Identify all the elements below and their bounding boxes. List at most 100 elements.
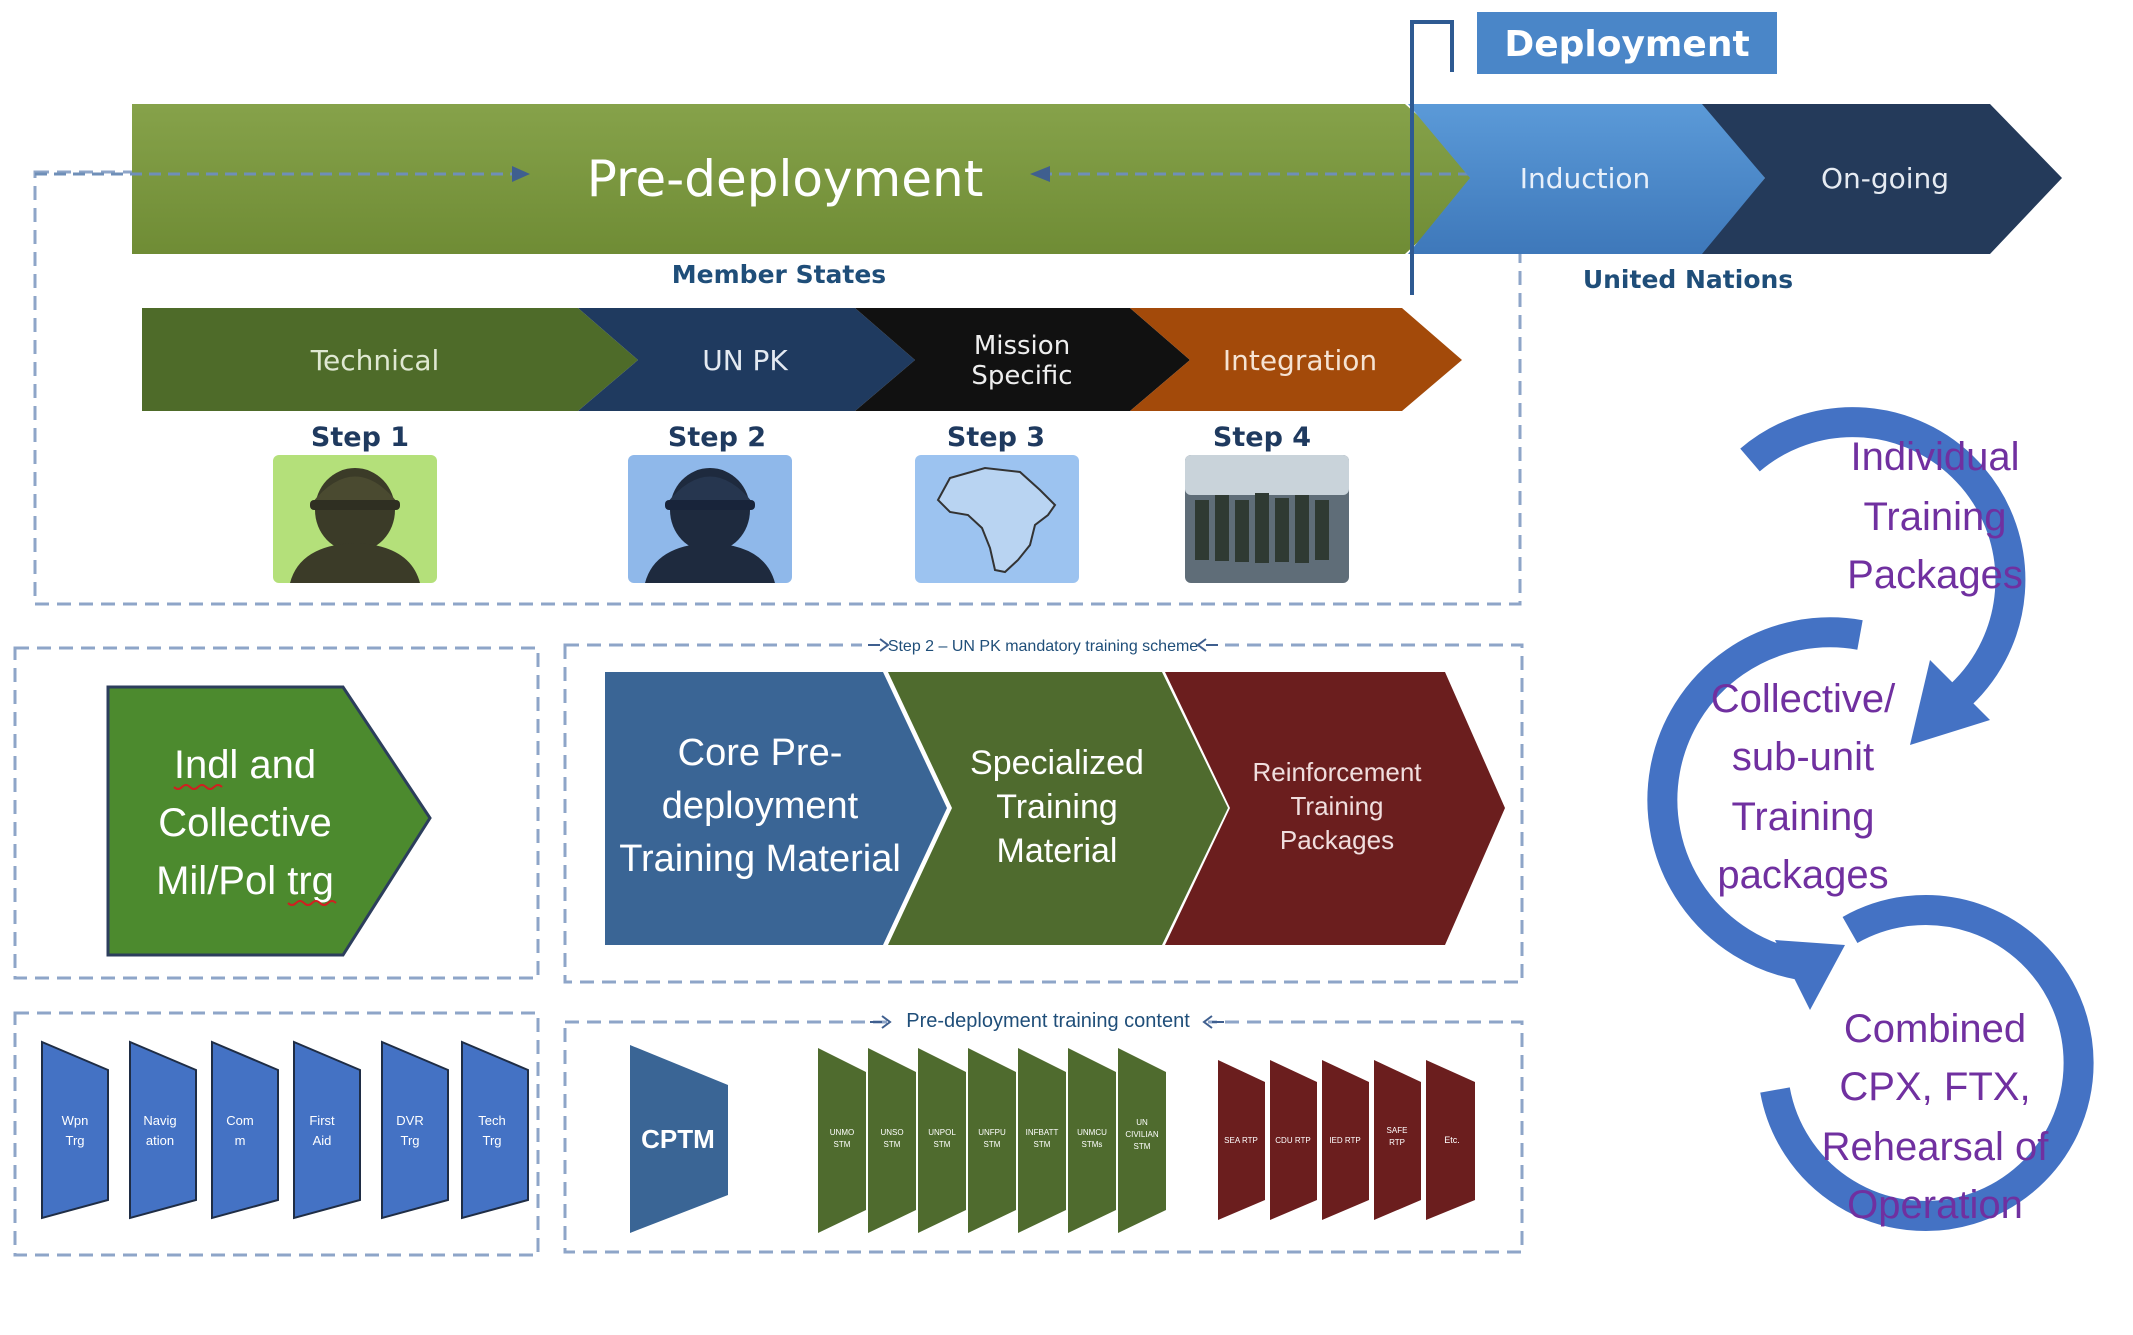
stm-unmo-line-2: STM (834, 1140, 851, 1149)
mission-specific-label-2: Specific (971, 361, 1072, 391)
stm-unfpu-line-2: STM (984, 1140, 1001, 1149)
member-states-frame (33, 170, 1522, 606)
deployment-bracket (1410, 20, 1454, 295)
step-2-label: Step 2 (668, 422, 766, 453)
deployment-box (1477, 12, 1777, 74)
member-states-label: Member States (672, 260, 886, 289)
module-comm-line-2: m (235, 1133, 246, 1148)
module-navigation-line-2: ation (146, 1133, 174, 1148)
stm-civilian (1118, 1048, 1166, 1233)
technical-chevron (142, 308, 638, 411)
pre-deployment-label: Pre-deployment (587, 150, 984, 208)
africa-map-icon (915, 455, 1079, 583)
circle-2-line-1: Collective/ (1711, 677, 1896, 721)
stm-unmcu-line-1: UNMCU (1077, 1128, 1107, 1137)
indl-frame (13, 646, 540, 980)
circle-2-line-4: packages (1717, 853, 1888, 897)
circle-1-line-3: Packages (1847, 553, 2023, 597)
stm-unso-line-1: UNSO (880, 1128, 903, 1137)
circle-3-line-3: Rehearsal of (1822, 1125, 2050, 1169)
module-dvr (381, 1040, 449, 1220)
deployment-label: Deployment (1504, 24, 1749, 65)
unpk-chevron (578, 308, 915, 411)
module-dvr-line-2: Trg (400, 1133, 419, 1148)
module-tech-line-1: Tech (478, 1113, 505, 1128)
specialized-line-2: Training (996, 788, 1118, 826)
module-dvr-line-1: DVR (396, 1113, 423, 1128)
module-comm-line-1: Com (226, 1113, 253, 1128)
step-4-label: Step 4 (1213, 422, 1311, 453)
ongoing-label: On-going (1821, 162, 1949, 195)
indl-line-2: Collective (158, 801, 331, 845)
stm-unpol-line-2: STM (934, 1140, 951, 1149)
circle-arrow-1 (1740, 407, 2026, 712)
stm-infbatt-line-2: STM (1034, 1140, 1051, 1149)
training-cycle: Individual Training Packages Collective/… (1647, 407, 2094, 1231)
circle-arrowhead-1 (1910, 660, 1990, 745)
module-comm (211, 1040, 279, 1220)
mission-specific-label-1: Mission (974, 331, 1070, 361)
circle-3-line-1: Combined (1844, 1007, 2026, 1051)
core-line-3: Training Material (619, 838, 901, 880)
module-wpn-line-2: Trg (65, 1133, 84, 1148)
module-first-aid-line-2: Aid (313, 1133, 332, 1148)
reinforcement-line-2: Training (1291, 791, 1384, 821)
indl-line-3: Mil/Pol trg (156, 859, 334, 903)
rtp-safe-line-1: SAFE (1387, 1126, 1408, 1135)
module-tech-line-2: Trg (482, 1133, 501, 1148)
mission-specific-chevron (855, 308, 1190, 411)
circle-3-line-4: Operation (1847, 1183, 2023, 1227)
rtp-ied-label: IED RTP (1329, 1136, 1360, 1145)
pre-deployment-arrow (132, 104, 1488, 254)
stm-civilian-line-1: UN (1136, 1118, 1148, 1127)
integration-label: Integration (1223, 344, 1377, 377)
stm-unso (868, 1048, 916, 1233)
indl-line-1: Indl and (174, 743, 316, 787)
circle-arrowhead-2 (1775, 940, 1845, 1010)
integration-chevron (1130, 308, 1462, 411)
stm-civilian-line-3: STM (1134, 1142, 1151, 1151)
stm-list: UNMO STM UNSO STM UNPOL STM UNFPU STM IN… (818, 1048, 1166, 1233)
stm-unmo-line-1: UNMO (830, 1128, 854, 1137)
circle-1-line-1: Individual (1850, 435, 2019, 479)
stm-unpol (918, 1048, 966, 1233)
stm-unfpu-line-1: UNFPU (978, 1128, 1006, 1137)
rtp-safe (1374, 1060, 1421, 1220)
module-navigation (129, 1040, 197, 1220)
indl-pentagon (106, 685, 432, 957)
content-title: Pre-deployment training content (906, 1010, 1190, 1032)
rtp-etc (1426, 1060, 1475, 1220)
rtp-sea-label: SEA RTP (1224, 1136, 1258, 1145)
rtp-safe-line-2: RTP (1389, 1138, 1405, 1147)
specialized-line-3: Material (997, 832, 1118, 870)
ongoing-chevron (1702, 104, 2062, 254)
stm-unpol-line-1: UNPOL (928, 1128, 956, 1137)
reinforcement-line-1: Reinforcement (1252, 757, 1422, 787)
module-list: Wpn Trg Navig ation Com m First Aid DVR … (41, 1040, 529, 1220)
stm-infbatt-line-1: INFBATT (1026, 1128, 1059, 1137)
stm-civilian-line-2: CIVILIAN (1125, 1130, 1159, 1139)
module-navigation-line-1: Navig (143, 1113, 176, 1128)
stm-unmcu-line-2: STMs (1082, 1140, 1103, 1149)
specialized-line-1: Specialized (970, 744, 1144, 782)
stm-infbatt (1018, 1048, 1066, 1233)
rtp-ied (1322, 1060, 1369, 1220)
module-first-aid-line-1: First (309, 1113, 335, 1128)
rtp-cdu-label: CDU RTP (1275, 1136, 1310, 1145)
induction-chevron (1408, 104, 1765, 254)
scheme-frame (563, 643, 1524, 984)
unpk-label: UN PK (702, 344, 788, 377)
circle-arrow-2 (1647, 617, 1863, 980)
module-wpn-line-1: Wpn (62, 1113, 89, 1128)
stm-unmo (818, 1048, 866, 1233)
circle-2-line-2: sub-unit (1732, 735, 1874, 779)
step-3-label: Step 3 (947, 422, 1045, 453)
cptm-shape (630, 1045, 728, 1233)
module-wpn (41, 1040, 109, 1220)
rtp-sea (1218, 1060, 1265, 1220)
troops-photo (1185, 455, 1349, 583)
scheme-title: Step 2 – UN PK mandatory training scheme (888, 638, 1198, 655)
rtp-cdu (1270, 1060, 1317, 1220)
cptm-label: CPTM (641, 1124, 715, 1154)
